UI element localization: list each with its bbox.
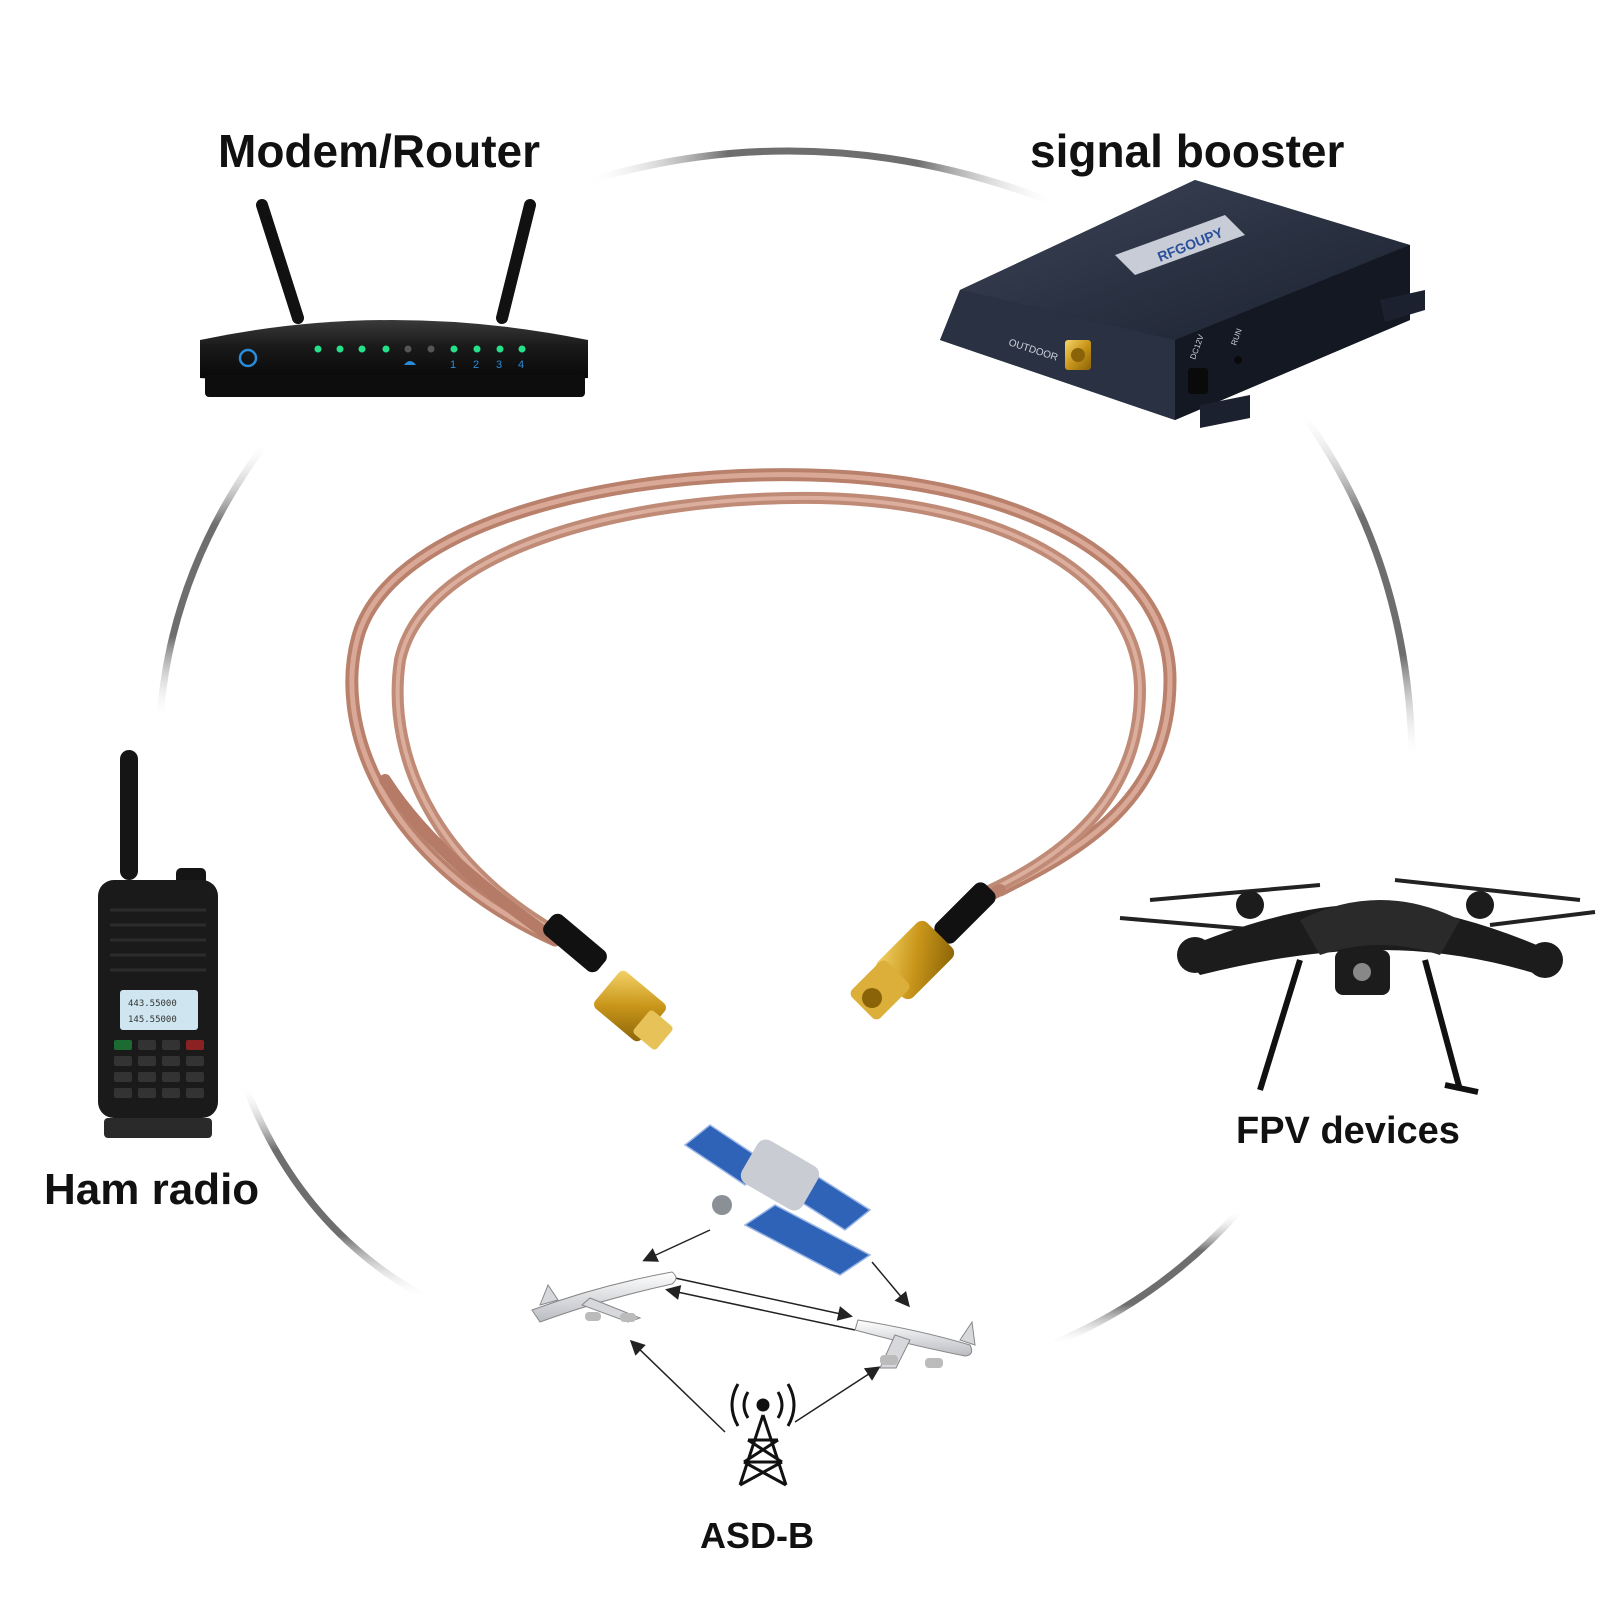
signal-booster-label: signal booster (1030, 125, 1345, 177)
coaxial-cable (345, 468, 1177, 956)
asd-b-scene (531, 1124, 976, 1487)
sma-male-connector (543, 913, 673, 1050)
signal-booster-image: RFGOUPY OUTDOOR DC12V RUN (940, 180, 1425, 428)
satellite-image (683, 1124, 872, 1276)
modem-router-image: 1 2 3 4 (200, 199, 588, 397)
connection-circle (156, 147, 1416, 1349)
router-port-2: 2 (473, 359, 479, 371)
modem-router-label: Modem/Router (218, 125, 540, 177)
fpv-drone-image (1119, 878, 1596, 1095)
router-port-1: 1 (450, 359, 456, 371)
radio-tower-icon (730, 1383, 796, 1487)
radio-freq-2: 145.55000 (128, 1015, 177, 1025)
sma-female-connector (850, 882, 996, 1020)
ham-radio-image: 443.55000 145.55000 (98, 750, 218, 1138)
asd-b-label: ASD-B (700, 1515, 814, 1556)
airplane-right-image (854, 1319, 976, 1369)
ham-radio-label: Ham radio (44, 1165, 260, 1214)
radio-freq-1: 443.55000 (128, 999, 177, 1009)
airplane-left-image (531, 1271, 677, 1323)
router-port-4: 4 (518, 359, 524, 371)
fpv-devices-label: FPV devices (1236, 1110, 1460, 1152)
router-port-3: 3 (496, 359, 502, 371)
